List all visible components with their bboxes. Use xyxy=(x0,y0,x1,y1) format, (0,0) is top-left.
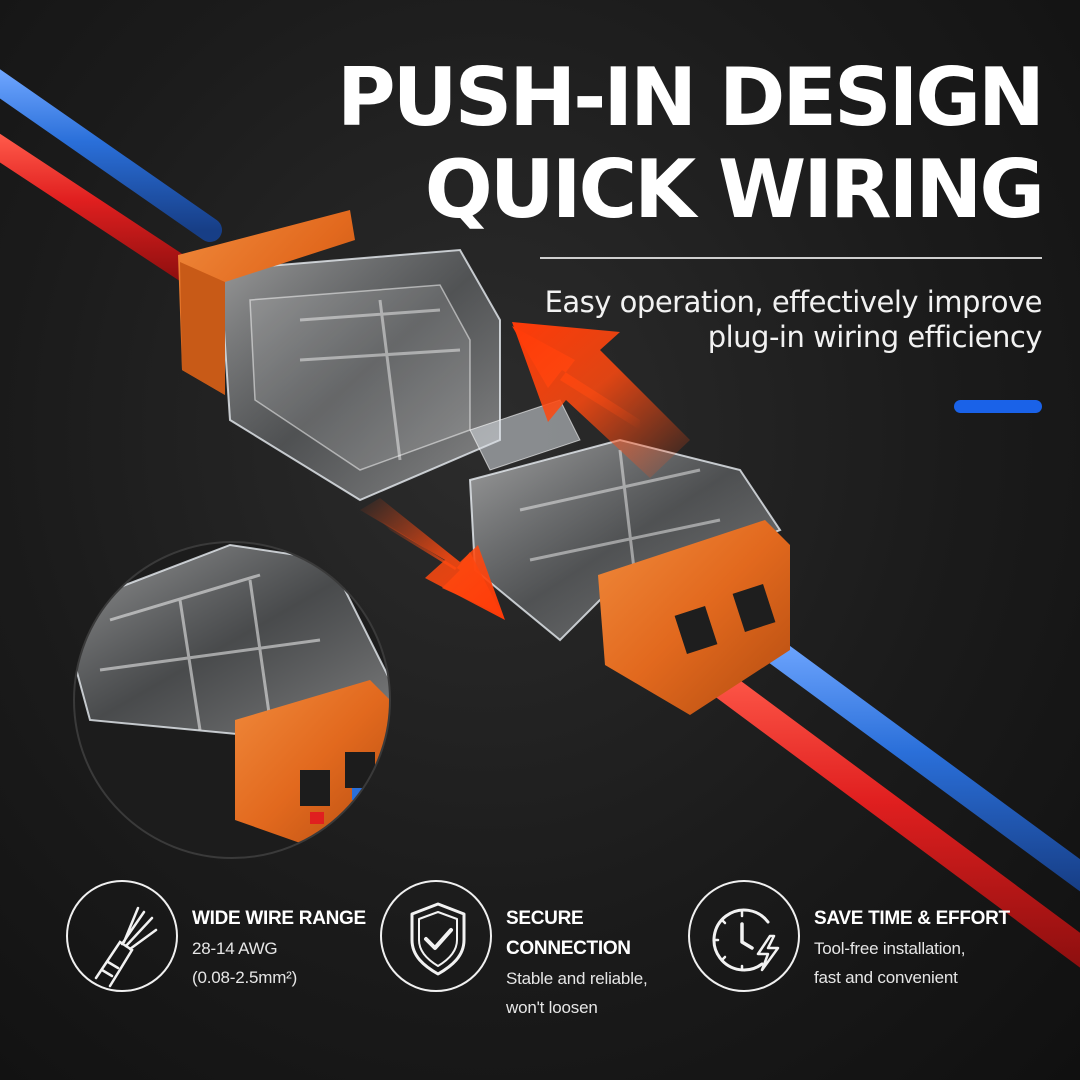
feature-line: (0.08-2.5mm²) xyxy=(192,968,298,987)
wires-right xyxy=(686,627,1080,968)
subtitle-line-2: plug-in wiring efficiency xyxy=(707,320,1043,354)
left-connector xyxy=(178,210,501,502)
accent-bar xyxy=(954,400,1042,413)
wires-left xyxy=(0,69,222,292)
headline-line-1: PUSH-IN DESIGN xyxy=(337,51,1045,144)
feature-line: Tool-free installation, xyxy=(814,939,966,958)
zoom-detail xyxy=(73,541,391,859)
feature-title: WIDE WIRE RANGE xyxy=(192,908,366,929)
subtitle: Easy operation, effectively improve plug… xyxy=(522,285,1043,355)
clock-lightning-icon xyxy=(688,880,800,992)
feature-line: Stable and reliable, xyxy=(506,969,648,988)
headline-line-2: QUICK WIRING xyxy=(424,143,1045,236)
wire-strands-icon xyxy=(66,880,178,992)
feature-title: SAVE TIME & EFFORT xyxy=(814,908,1010,929)
feature-line: 28-14 AWG xyxy=(192,939,278,958)
shield-check-icon xyxy=(380,880,492,992)
feature-title: CONNECTION xyxy=(506,938,631,959)
feature-line: won't loosen xyxy=(506,998,598,1017)
feature-line: fast and convenient xyxy=(814,968,958,987)
feature-title: SECURE xyxy=(506,908,584,929)
headline: PUSH-IN DESIGN QUICK WIRING xyxy=(337,51,1045,236)
push-arrows xyxy=(360,322,690,620)
subtitle-line-1: Easy operation, effectively improve xyxy=(544,285,1043,319)
right-connector xyxy=(468,399,790,715)
headline-divider xyxy=(540,257,1042,259)
